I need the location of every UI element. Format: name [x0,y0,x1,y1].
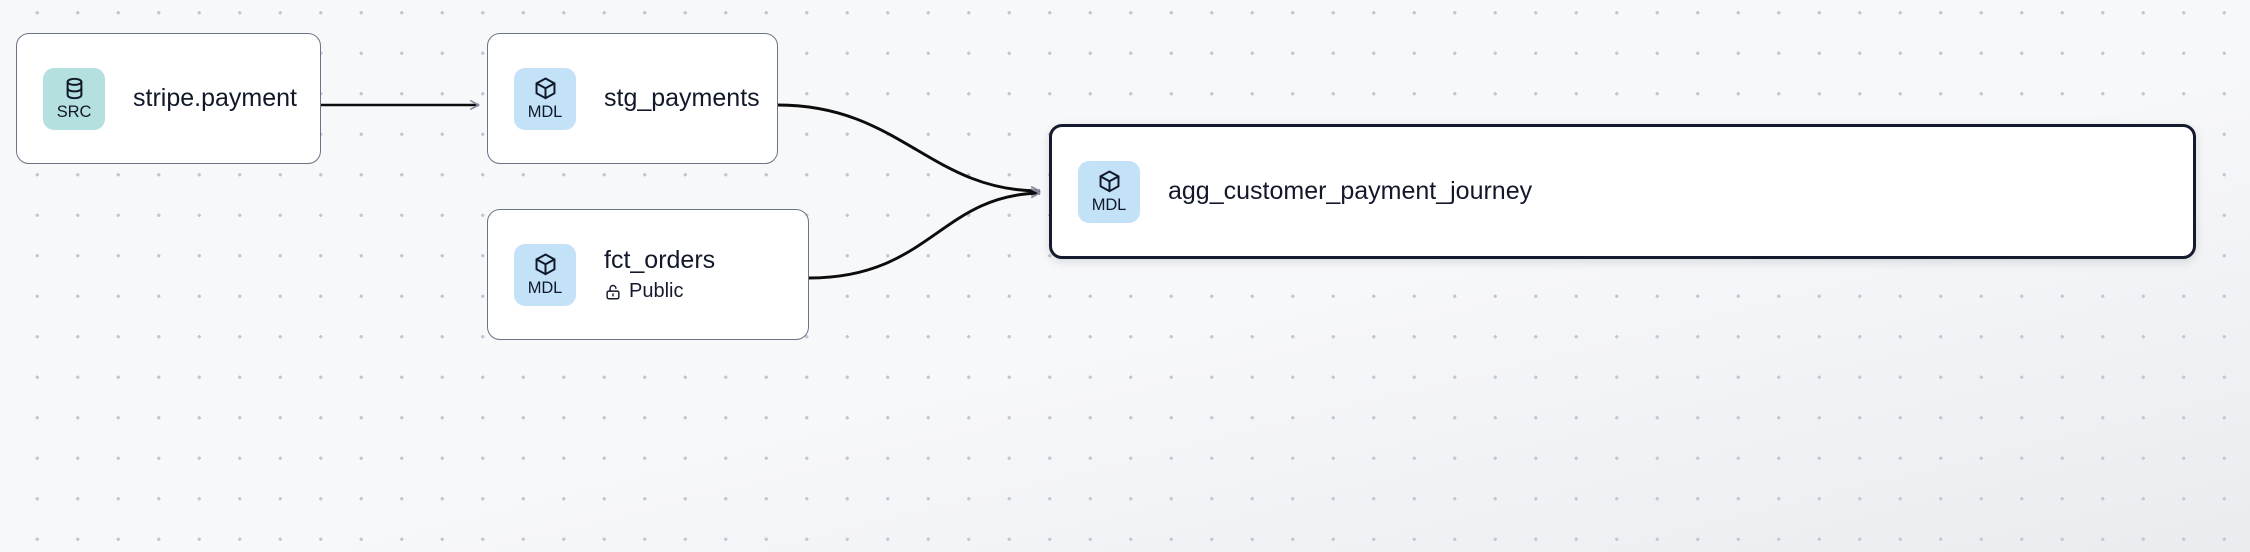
badge-label: MDL [527,279,563,298]
node-visibility-label: Public [629,280,684,303]
badge-label: MDL [1091,196,1127,215]
node-title: fct_orders [604,245,716,274]
cube-icon [535,77,555,100]
lineage-node-stripe-payment[interactable]: SRC stripe.payment [16,33,321,164]
node-type-badge-mdl: MDL [1078,160,1140,223]
cube-icon [1099,170,1119,193]
node-body: fct_orders Public [604,246,715,304]
node-body: agg_customer_payment_journey [1168,177,1532,207]
edge-fct-orders-to-agg-customer [808,188,1041,280]
cube-icon [535,253,555,276]
unlock-icon [606,284,620,300]
node-visibility: Public [604,280,715,303]
lineage-node-stg-payments[interactable]: MDL stg_payments [487,33,778,164]
node-type-badge-mdl: MDL [514,67,576,130]
node-body: stripe.payment [133,83,297,114]
edge-stg-payments-to-agg-customer [777,103,1041,196]
database-icon [66,78,82,100]
node-title: stripe.payment [133,83,297,112]
lineage-node-agg-customer-payment-journey[interactable]: MDL agg_customer_payment_journey [1049,124,2196,259]
node-title: stg_payments [604,83,760,112]
lineage-node-fct-orders[interactable]: MDL fct_orders Public [487,209,809,340]
node-type-badge-mdl: MDL [514,243,576,306]
node-type-badge-src: SRC [43,67,105,130]
node-body: stg_payments [604,83,760,114]
badge-label: SRC [56,103,92,122]
badge-label: MDL [527,103,563,122]
node-title: agg_customer_payment_journey [1168,176,1533,205]
